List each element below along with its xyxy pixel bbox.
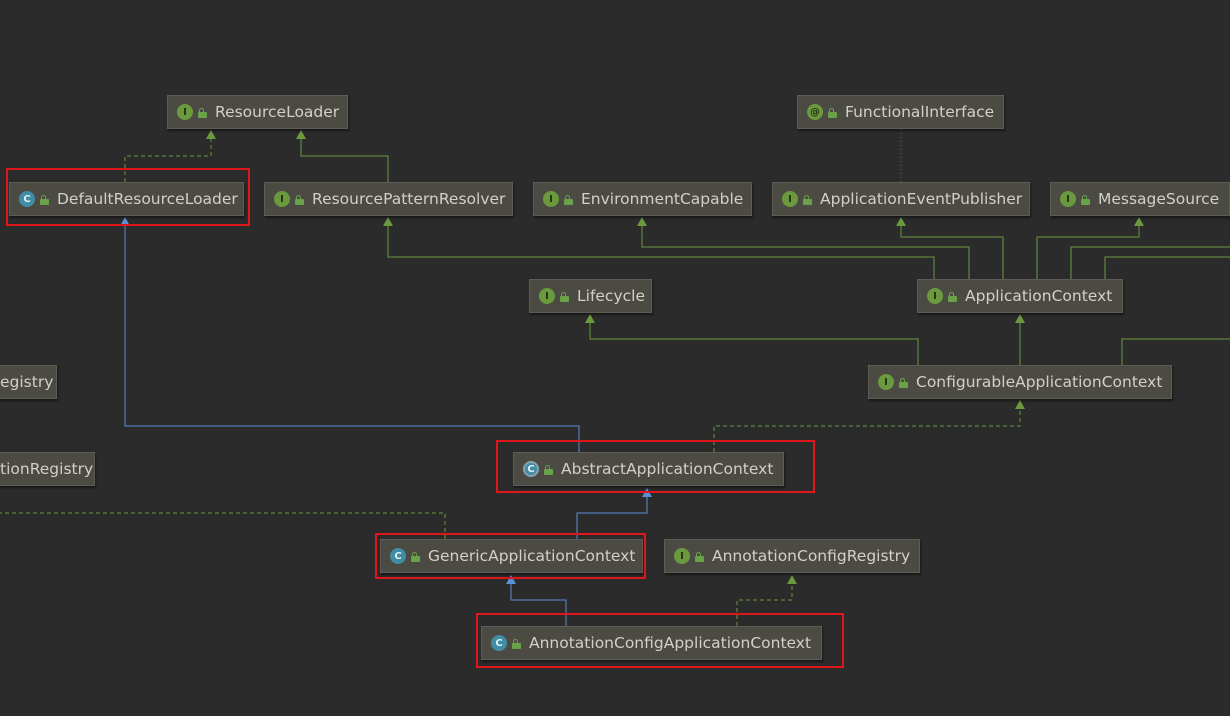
public-lock-icon bbox=[295, 194, 304, 205]
node-label: DefaultResourceLoader bbox=[57, 190, 238, 208]
arrowhead bbox=[1015, 400, 1025, 409]
public-lock-icon bbox=[198, 107, 207, 118]
node-label: MessageSource bbox=[1098, 190, 1220, 208]
arrowhead bbox=[383, 217, 393, 226]
relation-line bbox=[510, 583, 567, 626]
node-message-source[interactable]: I MessageSource bbox=[1050, 182, 1230, 216]
node-tion-registry[interactable]: tionRegistry bbox=[0, 452, 95, 486]
relation-line bbox=[0, 512, 446, 539]
arrowhead bbox=[585, 314, 595, 323]
arrowhead bbox=[1134, 217, 1144, 226]
arrowhead bbox=[637, 217, 647, 226]
arrowhead bbox=[206, 130, 216, 139]
node-default-resource-loader[interactable]: C DefaultResourceLoader bbox=[9, 182, 244, 216]
relation-line bbox=[641, 225, 970, 279]
interface-icon: I bbox=[782, 191, 798, 207]
arrowhead bbox=[1015, 314, 1025, 323]
public-lock-icon bbox=[948, 291, 957, 302]
node-generic-application-context[interactable]: C GenericApplicationContext bbox=[380, 539, 643, 573]
node-annotation-config-registry[interactable]: I AnnotationConfigRegistry bbox=[664, 539, 920, 573]
interface-icon: I bbox=[674, 548, 690, 564]
class-icon: C bbox=[19, 191, 35, 207]
annotation-icon: @ bbox=[807, 104, 823, 120]
relation-line bbox=[1121, 338, 1230, 365]
interface-icon: I bbox=[927, 288, 943, 304]
node-environment-capable[interactable]: I EnvironmentCapable bbox=[533, 182, 752, 216]
relation-line bbox=[736, 583, 793, 626]
class-icon: C bbox=[390, 548, 406, 564]
node-annotation-config-application-context[interactable]: C AnnotationConfigApplicationContext bbox=[481, 626, 822, 660]
node-label: EnvironmentCapable bbox=[581, 190, 744, 208]
node-label: FunctionalInterface bbox=[845, 103, 995, 121]
node-label: GenericApplicationContext bbox=[428, 547, 636, 565]
node-label: ResourceLoader bbox=[215, 103, 340, 121]
node-application-event-publisher[interactable]: I ApplicationEventPublisher bbox=[772, 182, 1030, 216]
relation-line bbox=[387, 225, 935, 279]
node-label: tionRegistry bbox=[0, 460, 94, 478]
interface-icon: I bbox=[539, 288, 555, 304]
node-resource-loader[interactable]: I ResourceLoader bbox=[167, 95, 348, 129]
public-lock-icon bbox=[512, 638, 521, 649]
arrowhead bbox=[506, 575, 516, 584]
relation-line bbox=[576, 496, 648, 539]
public-lock-icon bbox=[560, 291, 569, 302]
node-configurable-application-context[interactable]: I ConfigurableApplicationContext bbox=[868, 365, 1172, 399]
node-label: AbstractApplicationContext bbox=[561, 460, 774, 478]
node-resource-pattern-resolver[interactable]: I ResourcePatternResolver bbox=[264, 182, 513, 216]
interface-icon: I bbox=[177, 104, 193, 120]
node-label: egistry bbox=[0, 373, 54, 391]
public-lock-icon bbox=[411, 551, 420, 562]
public-lock-icon bbox=[1081, 194, 1090, 205]
arrowhead bbox=[296, 130, 306, 139]
node-label: AnnotationConfigRegistry bbox=[712, 547, 911, 565]
node-label: Lifecycle bbox=[577, 287, 645, 305]
arrowhead bbox=[787, 575, 797, 584]
node-label: ApplicationEventPublisher bbox=[820, 190, 1023, 208]
node-egistry[interactable]: egistry bbox=[0, 365, 57, 399]
node-label: AnnotationConfigApplicationContext bbox=[529, 634, 812, 652]
relation-line bbox=[1036, 225, 1140, 279]
relation-line bbox=[124, 225, 580, 452]
relation-line bbox=[1070, 246, 1230, 279]
node-lifecycle[interactable]: I Lifecycle bbox=[529, 279, 652, 313]
relation-line bbox=[124, 138, 212, 182]
relation-line bbox=[900, 225, 1004, 279]
node-label: ApplicationContext bbox=[965, 287, 1113, 305]
interface-icon: I bbox=[878, 374, 894, 390]
interface-icon: I bbox=[274, 191, 290, 207]
public-lock-icon bbox=[544, 464, 553, 475]
public-lock-icon bbox=[828, 107, 837, 118]
public-lock-icon bbox=[564, 194, 573, 205]
public-lock-icon bbox=[803, 194, 812, 205]
node-label: ConfigurableApplicationContext bbox=[916, 373, 1163, 391]
node-application-context[interactable]: I ApplicationContext bbox=[917, 279, 1123, 313]
relation-line bbox=[300, 138, 389, 182]
arrowhead bbox=[642, 488, 652, 497]
node-abstract-application-context[interactable]: C AbstractApplicationContext bbox=[513, 452, 784, 486]
interface-icon: I bbox=[1060, 191, 1076, 207]
interface-icon: I bbox=[543, 191, 559, 207]
arrowhead bbox=[120, 217, 130, 226]
node-label: ResourcePatternResolver bbox=[312, 190, 506, 208]
public-lock-icon bbox=[899, 377, 908, 388]
class-icon: C bbox=[491, 635, 507, 651]
relation-line bbox=[713, 408, 1021, 452]
relation-line bbox=[1104, 256, 1230, 279]
public-lock-icon bbox=[695, 551, 704, 562]
arrowhead bbox=[896, 217, 906, 226]
public-lock-icon bbox=[40, 194, 49, 205]
relation-line bbox=[589, 322, 919, 365]
node-functional-interface[interactable]: @ FunctionalInterface bbox=[797, 95, 1004, 129]
abstract-class-icon: C bbox=[523, 461, 539, 477]
